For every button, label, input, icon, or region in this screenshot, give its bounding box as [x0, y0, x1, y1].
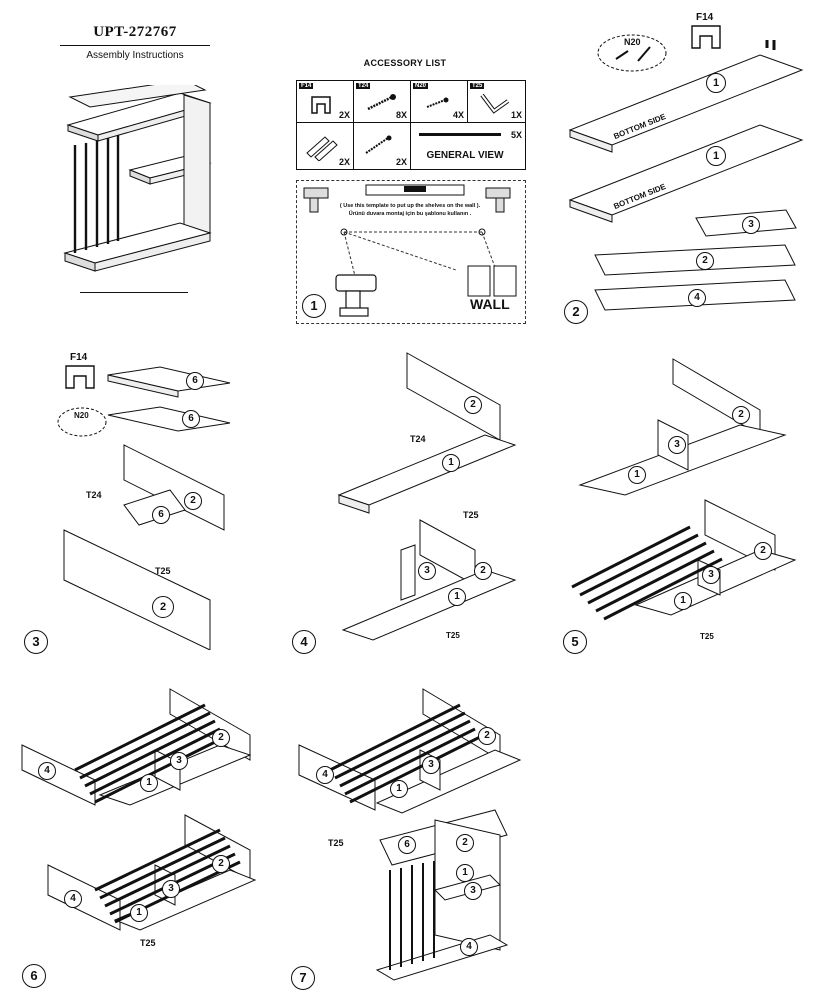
part-label: 2: [212, 729, 230, 747]
title-divider: [60, 45, 210, 46]
part-label: 2: [732, 406, 750, 424]
part-label: 1: [706, 146, 726, 166]
step-number-4: 4: [292, 630, 316, 654]
step4-drawing: [337, 352, 517, 641]
part-label: 4: [316, 766, 334, 784]
step5-t25-label: T25: [700, 632, 714, 641]
accessory-rod: 5X: [411, 123, 525, 143]
part-label: 4: [64, 890, 82, 908]
part-label: 4: [460, 938, 478, 956]
long-screw-icon: [367, 94, 396, 111]
part-label: 3: [702, 566, 720, 584]
accessory-t24: T24 8X: [354, 81, 411, 123]
wall-plug-icon: [306, 136, 338, 161]
part-label: 1: [674, 592, 692, 610]
part-label: 1: [456, 864, 474, 882]
step-number-3: 3: [24, 630, 48, 654]
part-label: 6: [398, 836, 416, 854]
wall-label: WALL: [470, 296, 510, 312]
part-label: 1: [390, 780, 408, 798]
part-label: 1: [448, 588, 466, 606]
step3-n20-label: N20: [74, 411, 89, 420]
part-label: 3: [162, 880, 180, 898]
part-label: 1: [130, 904, 148, 922]
step1-panel: [296, 180, 526, 324]
accessory-wall-screw: 2X: [354, 123, 411, 169]
part-label: 3: [464, 882, 482, 900]
bracket-icon: [311, 96, 331, 114]
step1-drawing: [303, 184, 517, 317]
part-label: 2: [474, 562, 492, 580]
wall-screw-icon: [365, 135, 392, 154]
step3-t24-label: T24: [86, 490, 102, 500]
accessory-table: F14 2X T24 8X N20 4X T25 1X 2X 2X 5X: [296, 80, 526, 170]
document-subtitle: Assembly Instructions: [86, 50, 184, 61]
part-label: 2: [478, 727, 496, 745]
accessory-wall-plug: 2X: [297, 123, 354, 169]
part-label: 3: [668, 436, 686, 454]
step-number-6: 6: [22, 964, 46, 988]
step-number-2: 2: [564, 300, 588, 324]
bracket-icon: [65, 365, 95, 389]
general-view-label: GENERAL VIEW: [426, 150, 504, 161]
part-label: 2: [456, 834, 474, 852]
part-label: 6: [152, 506, 170, 524]
accessory-list-title: ACCESSORY LIST: [363, 58, 447, 68]
step3-t25-label: T25: [155, 566, 171, 576]
n20-callout: [57, 407, 107, 437]
part-label: 3: [742, 216, 760, 234]
bracket-icon: [691, 25, 721, 49]
step1-note: ( Use this template to put up the shelve…: [339, 203, 481, 217]
step2-panels: [568, 40, 804, 311]
part-label: 4: [38, 762, 56, 780]
part-label: 2: [152, 596, 174, 618]
hero-divider: [80, 292, 188, 293]
n20-callout: [597, 34, 667, 72]
part-label: 2: [696, 252, 714, 270]
step7-t25-label: T25: [328, 838, 344, 848]
part-label: 1: [442, 454, 460, 472]
accessory-n20: N20 4X: [411, 81, 468, 123]
step6-t25-label: T25: [140, 938, 156, 948]
step-number-5: 5: [563, 630, 587, 654]
part-label: 3: [170, 752, 188, 770]
part-label: 2: [464, 396, 482, 414]
step4-t24-label: T24: [410, 434, 426, 444]
hero-shelf-drawing: [63, 85, 212, 272]
part-label: 6: [182, 410, 200, 428]
part-label: 2: [754, 542, 772, 560]
part-label: 4: [688, 289, 706, 307]
allen-key-icon: [480, 93, 510, 114]
step-number-7: 7: [291, 966, 315, 990]
part-label: 1: [628, 466, 646, 484]
step2-n20-label: N20: [624, 37, 641, 47]
document-title: UPT-272767: [93, 24, 177, 40]
part-label: 1: [140, 774, 158, 792]
part-label: 3: [422, 756, 440, 774]
step4-t25-label: T25: [463, 510, 479, 520]
step6-drawing: [21, 688, 257, 931]
part-label: 2: [184, 492, 202, 510]
part-label: 2: [212, 855, 230, 873]
step3-f14-label: F14: [70, 352, 88, 363]
step-number-1: 1: [302, 294, 326, 318]
accessory-f14: F14 2X: [297, 81, 354, 123]
step4-t25b-label: T25: [446, 631, 460, 640]
part-label: 3: [418, 562, 436, 580]
small-screw-icon: [426, 97, 449, 108]
part-label: 6: [186, 372, 204, 390]
accessory-t25: T25 1X: [468, 81, 525, 123]
part-label: 1: [706, 73, 726, 93]
step2-f14-label: F14: [696, 12, 714, 23]
